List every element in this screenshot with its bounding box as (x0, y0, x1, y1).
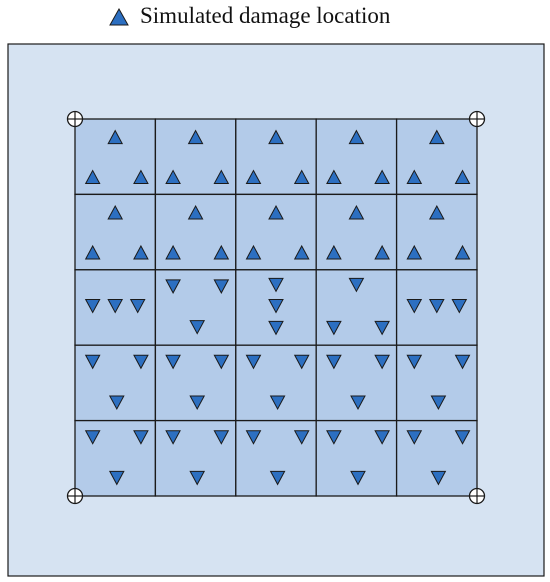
triangle-down-icon (406, 298, 423, 314)
triangle-up-icon (165, 244, 181, 260)
triangle-up-icon (406, 244, 423, 260)
triangle-down-icon (374, 320, 390, 336)
triangle-down-icon (245, 354, 262, 370)
triangle-down-icon (430, 470, 447, 486)
triangle-down-icon (133, 354, 149, 370)
triangle-up-icon (187, 129, 204, 145)
triangle-down-icon (165, 279, 181, 294)
triangle-up-icon (374, 169, 390, 185)
triangle-down-icon (189, 320, 206, 335)
crosshair-circle-icon (468, 110, 486, 128)
triangle-down-icon (189, 470, 206, 486)
triangle-up-icon (245, 169, 262, 185)
triangle-down-icon (326, 430, 342, 445)
crosshair-circle-icon (66, 487, 84, 505)
triangle-down-icon (268, 298, 284, 314)
triangle-down-icon (84, 354, 101, 370)
triangle-down-icon (350, 470, 366, 486)
triangle-up-icon (245, 244, 262, 260)
triangle-down-icon (129, 298, 146, 314)
triangle-down-icon (84, 298, 101, 314)
triangle-down-icon (133, 430, 149, 445)
triangle-down-icon (108, 470, 125, 486)
triangle-up-icon (293, 169, 310, 185)
triangle-down-icon (108, 395, 125, 411)
triangle-up-icon (187, 204, 204, 220)
triangle-down-icon (374, 430, 390, 445)
triangle-down-icon (189, 395, 206, 411)
triangle-up-icon (165, 169, 181, 185)
triangle-up-icon (268, 129, 284, 145)
triangle-down-icon (326, 320, 342, 336)
triangle-up-icon (374, 244, 390, 260)
triangle-down-icon (245, 430, 262, 445)
triangle-up-icon (84, 244, 101, 260)
triangle-down-icon (213, 430, 230, 445)
triangle-down-icon (430, 395, 447, 411)
triangle-down-icon (213, 279, 230, 294)
triangle-down-icon (268, 277, 284, 293)
triangle-down-icon (293, 354, 310, 370)
triangle-up-icon (428, 129, 445, 145)
triangle-down-icon (326, 354, 342, 370)
triangle-up-icon (428, 204, 445, 220)
triangle-up-icon (213, 244, 230, 260)
triangle-down-icon (406, 430, 423, 445)
triangle-down-icon (348, 277, 365, 293)
triangle-down-icon (454, 354, 471, 370)
triangle-up-icon (133, 244, 149, 260)
triangle-down-icon (454, 430, 471, 445)
triangle-up-icon (293, 244, 310, 260)
triangle-up-icon (107, 204, 124, 220)
triangle-up-icon (268, 204, 284, 220)
triangle-up-icon (406, 169, 423, 185)
crosshair-circle-icon (468, 487, 486, 505)
triangle-down-icon (406, 354, 423, 370)
triangle-down-icon (269, 470, 286, 486)
triangle-up-icon (107, 129, 124, 145)
triangle-up-icon (454, 244, 471, 260)
triangle-up-icon (109, 8, 129, 26)
triangle-up-icon (84, 169, 101, 185)
triangle-up-icon (326, 169, 342, 185)
triangle-down-icon (428, 298, 445, 314)
triangle-down-icon (293, 430, 310, 445)
legend: Simulated damage location (0, 0, 550, 36)
triangle-down-icon (213, 354, 230, 370)
triangle-down-icon (350, 395, 366, 411)
crosshair-circle-icon (66, 110, 84, 128)
triangle-down-icon (107, 298, 124, 314)
triangle-up-icon (454, 169, 471, 185)
triangle-down-icon (84, 430, 101, 445)
triangle-down-icon (451, 298, 468, 314)
triangle-up-icon (348, 204, 365, 220)
triangle-down-icon (165, 430, 181, 445)
triangle-up-icon (326, 244, 342, 260)
triangle-up-icon (213, 169, 230, 185)
triangle-up-icon (133, 169, 149, 185)
triangle-down-icon (165, 354, 181, 370)
triangle-down-icon (374, 354, 390, 370)
triangle-down-icon (268, 320, 284, 336)
legend-label: Simulated damage location (140, 3, 391, 28)
triangle-up-icon (348, 129, 365, 145)
triangle-down-icon (269, 395, 286, 411)
